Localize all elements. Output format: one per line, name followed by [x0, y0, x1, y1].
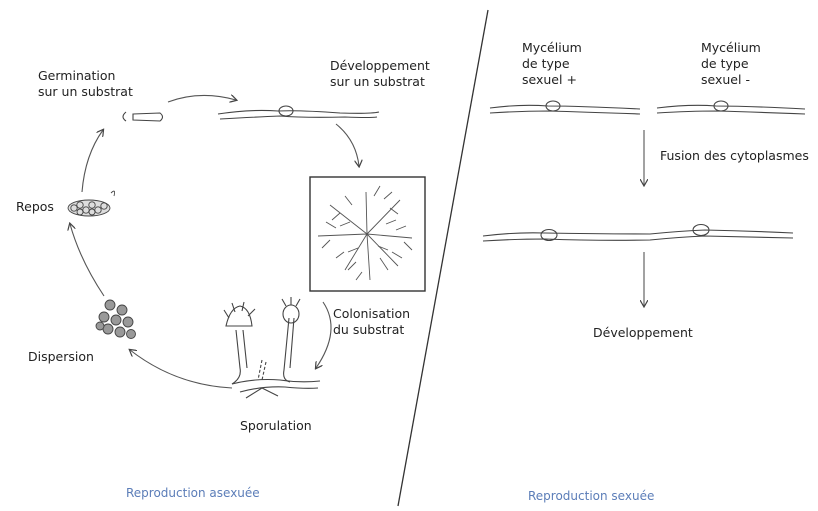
caption-sexual: Reproduction sexuée [528, 489, 654, 503]
resting-spores-drawing [68, 191, 115, 216]
label-germination: Germination sur un substrat [38, 68, 133, 100]
mycelium-plus-drawing [490, 101, 640, 114]
fused-mycelium-drawing [483, 225, 793, 242]
label-mycelium-plus: Mycélium de type sexuel + [522, 40, 582, 88]
cycle-arrows [70, 95, 359, 388]
sporulation-drawing [224, 297, 320, 398]
germinating-spore-drawing [123, 112, 163, 121]
dispersed-spores-drawing [96, 300, 136, 339]
label-fusion-cytoplasmes: Fusion des cytoplasmes [660, 148, 809, 164]
colonisation-drawing [310, 177, 425, 291]
mycelium-minus-drawing [657, 101, 805, 114]
caption-asexual: Reproduction asexuée [126, 486, 260, 500]
label-repos: Repos [16, 199, 54, 215]
label-mycelium-minus: Mycélium de type sexuel - [701, 40, 761, 88]
label-colonisation: Colonisation du substrat [333, 306, 410, 338]
label-dispersion: Dispersion [28, 349, 94, 365]
hypha-drawing [218, 106, 379, 119]
label-developpement-substrat: Développement sur un substrat [330, 58, 430, 90]
label-developpement: Développement [593, 325, 693, 341]
label-sporulation: Sporulation [240, 418, 312, 434]
